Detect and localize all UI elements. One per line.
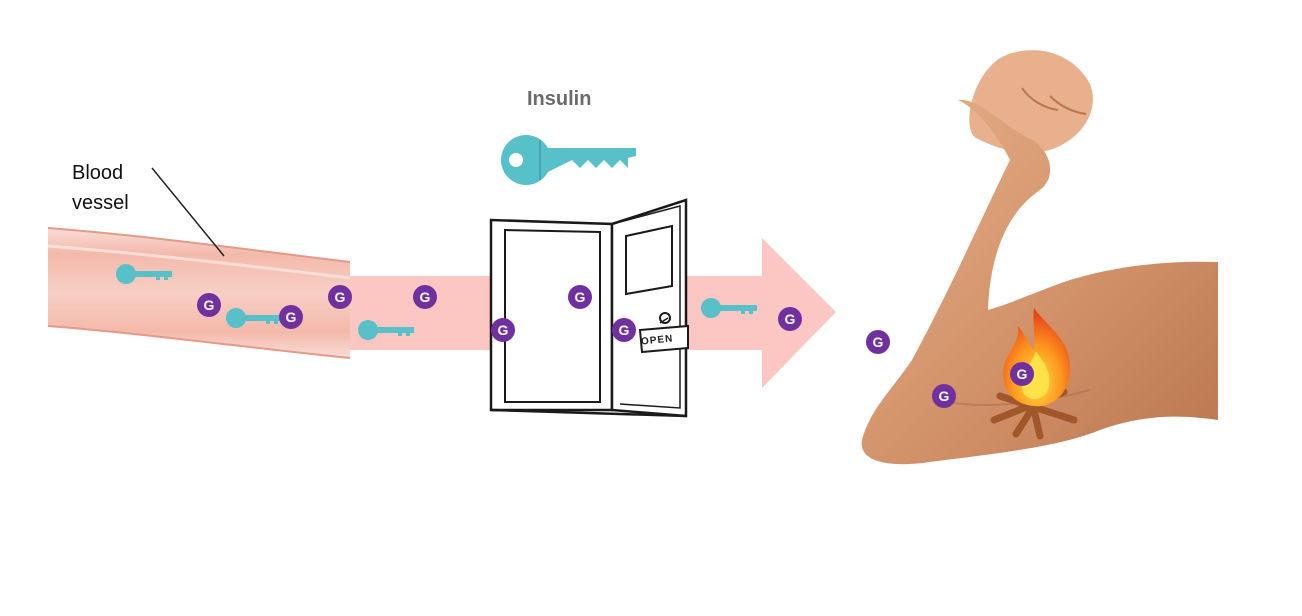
- insulin-key-icon: [226, 308, 282, 328]
- insulin-key-icon: [358, 320, 414, 340]
- blood-vessel-label-line1: Blood: [72, 162, 124, 184]
- insulin-label: Insulin: [527, 88, 592, 110]
- glucose-label: G: [1017, 366, 1028, 382]
- blood-vessel-pointer: [151, 167, 225, 257]
- glucose-label: G: [286, 309, 297, 325]
- glucose-icon: [932, 384, 956, 408]
- blood-vessel-label-line2: vessel: [72, 192, 129, 214]
- glucose-label: G: [498, 322, 509, 338]
- glucose-label: G: [873, 334, 884, 350]
- glucose-label: G: [575, 289, 586, 305]
- glucose-icon: [612, 318, 636, 342]
- glucose-icon: [568, 285, 592, 309]
- glucose-label: G: [335, 289, 346, 305]
- glucose-label: G: [619, 322, 630, 338]
- insulin-key-icon: [701, 298, 757, 318]
- door-icon: [489, 198, 689, 418]
- glucose-label: G: [939, 388, 950, 404]
- insulin-key-icon: [116, 264, 172, 284]
- glucose-label: G: [204, 297, 215, 313]
- blood-vessel-label: Blood vessel: [72, 158, 129, 218]
- glucose-icon: [866, 330, 890, 354]
- blood-vessel: [47, 227, 351, 359]
- insulin-key-icon: [501, 135, 636, 185]
- glucose-icon: [1010, 362, 1034, 386]
- glucose-label: G: [420, 289, 431, 305]
- glucose-icon: [328, 285, 352, 309]
- glucose-icon: [279, 305, 303, 329]
- glucose-icon: [197, 293, 221, 317]
- glucose-label: G: [785, 311, 796, 327]
- glucose-icon: [491, 318, 515, 342]
- glucose-icon: [413, 285, 437, 309]
- arm-illustration: [861, 50, 1218, 465]
- glucose-icon: [778, 307, 802, 331]
